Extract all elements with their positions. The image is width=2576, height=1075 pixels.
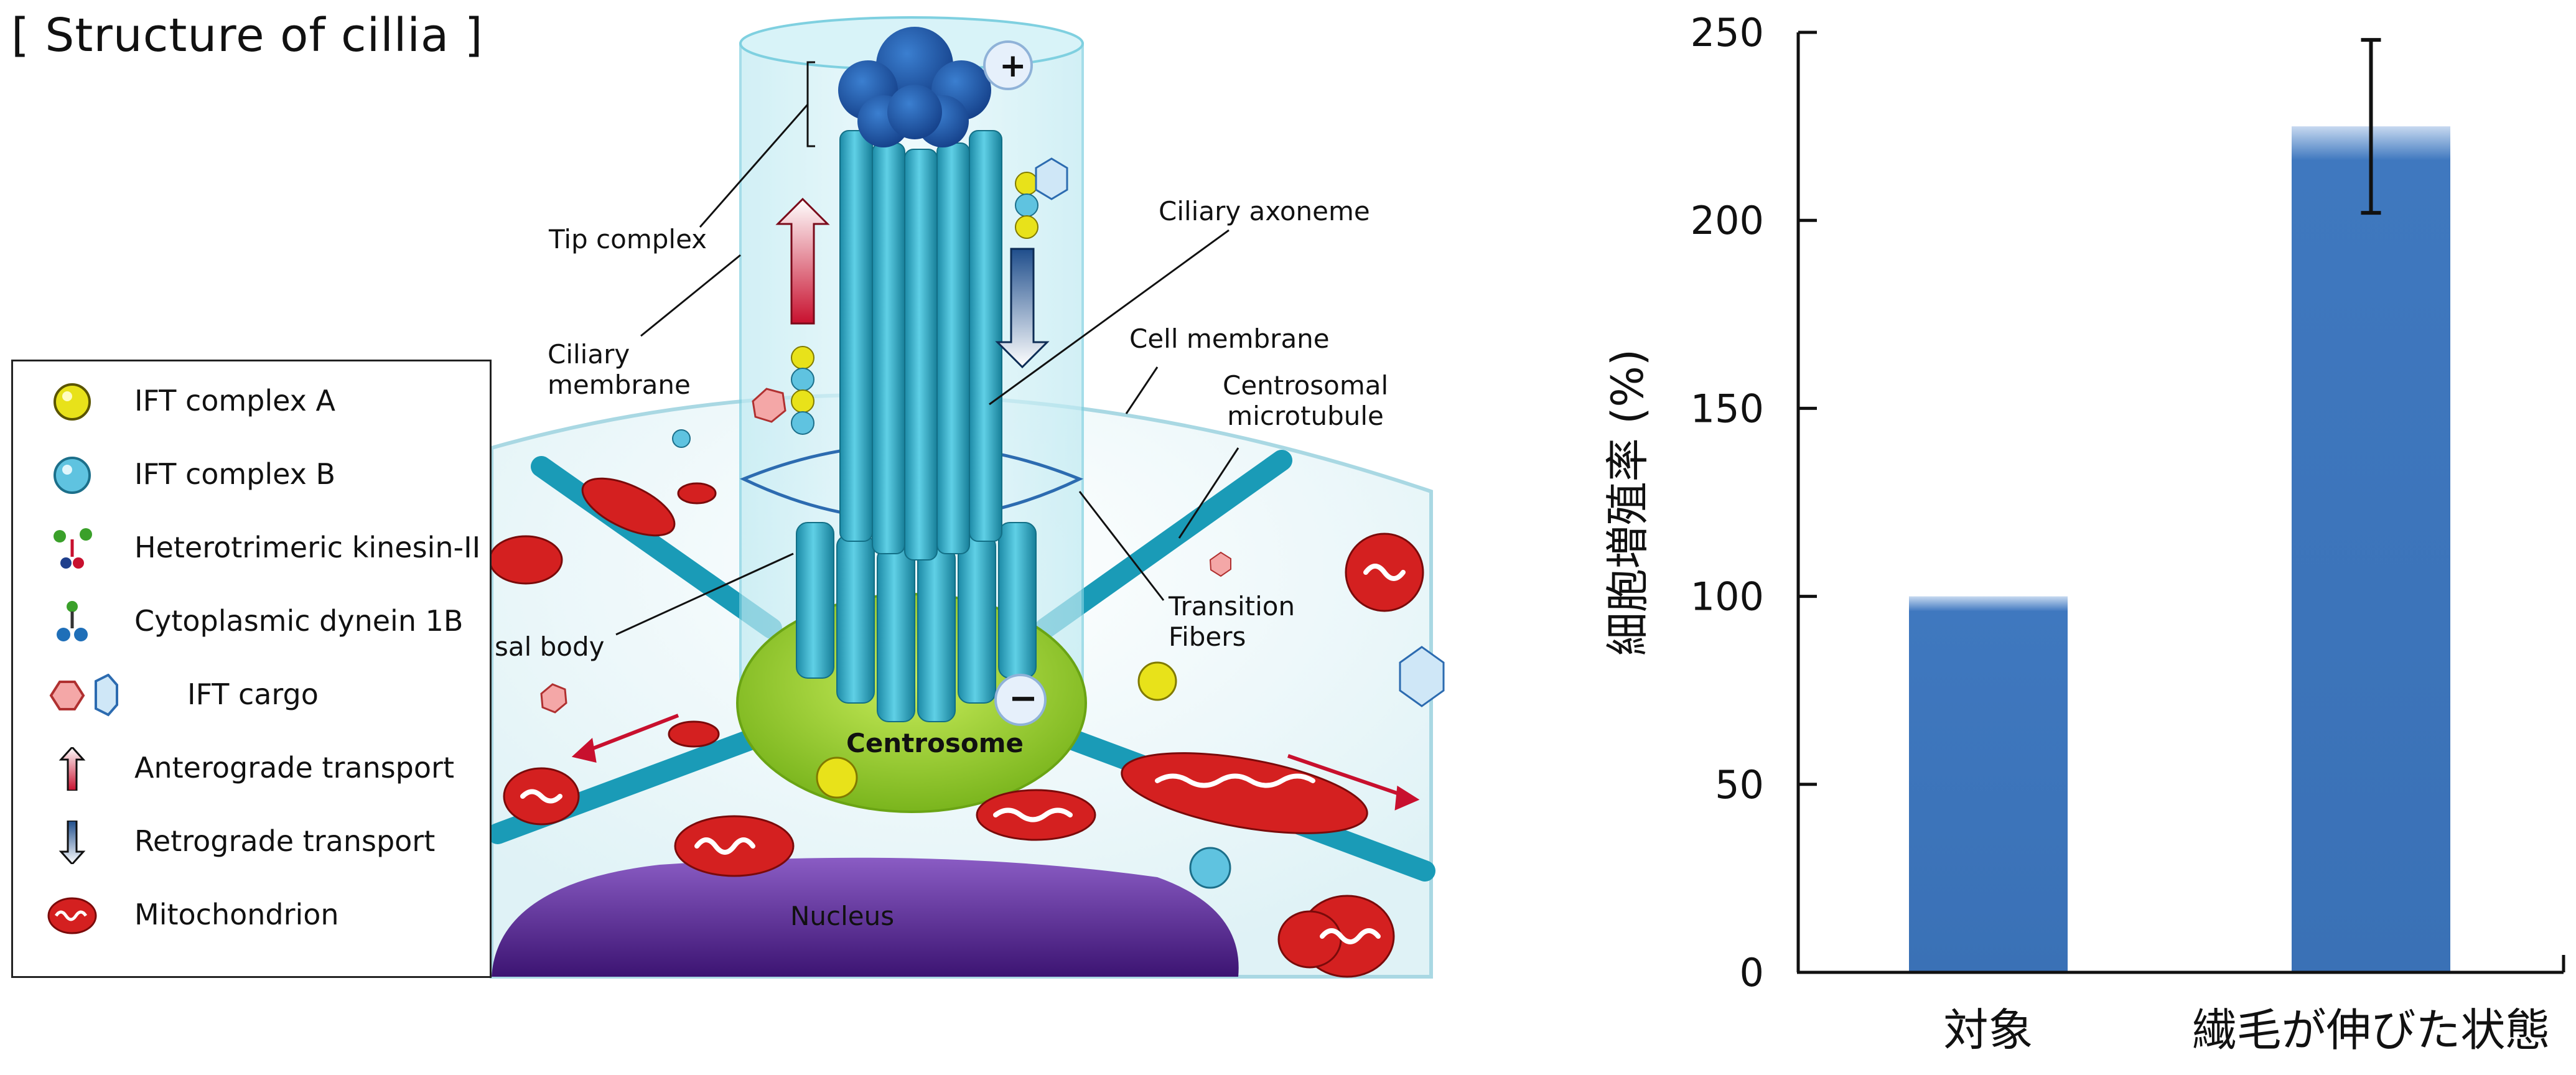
bar	[2292, 126, 2450, 973]
ift-complex-b-icon	[54, 457, 91, 494]
legend-label: Heterotrimeric kinesin-II	[134, 531, 481, 564]
ift-complex-a-icon	[54, 383, 91, 421]
legend-item: Mitochondrion	[13, 875, 490, 949]
anterograde-arrow-icon	[58, 747, 86, 791]
legend-label: IFT complex B	[134, 457, 336, 491]
legend-label: Mitochondrion	[134, 898, 339, 931]
legend-item: Heterotrimeric kinesin-II	[13, 508, 490, 582]
legend-item: Anterograde transport	[13, 728, 490, 802]
legend-item: IFT complex B	[13, 435, 490, 508]
x-category-label: 対象	[1943, 1004, 2033, 1056]
x-category-label: 繊毛が伸びた状態	[2191, 1004, 2550, 1056]
label-basal-body: sal body	[495, 631, 605, 662]
label-nucleus: Nucleus	[790, 901, 895, 931]
y-tick-label: 0	[1740, 950, 1764, 995]
y-axis-label: 細胞増殖率 (%)	[1602, 349, 1653, 656]
bar	[1909, 596, 2068, 972]
mitochondrion-icon	[47, 897, 97, 934]
label-ciliary-membrane: Ciliary membrane	[548, 339, 691, 400]
legend-label: IFT cargo	[187, 677, 319, 711]
minus-end-icon: −	[1009, 678, 1038, 719]
dynein-icon	[57, 601, 88, 641]
label-tip-complex: Tip complex	[549, 224, 707, 254]
label-centrosome: Centrosome	[846, 728, 1024, 758]
legend-label: Cytoplasmic dynein 1B	[134, 604, 464, 638]
legend-item: Retrograde transport	[13, 802, 490, 875]
legend-item: Cytoplasmic dynein 1B	[13, 582, 490, 655]
y-tick-label: 200	[1691, 198, 1764, 243]
diagram-title: [ Structure of cillia ]	[11, 9, 483, 62]
y-tick-label: 150	[1691, 386, 1764, 431]
label-transition-fibers: Transition Fibers	[1169, 591, 1295, 652]
legend-label: Anterograde transport	[134, 751, 454, 784]
cilia-structure-diagram: [ Structure of cillia ]	[11, 9, 1445, 979]
legend: IFT complex A IFT complex B Heterotrimer…	[11, 360, 492, 978]
proliferation-bar-chart: 0 50 100 150 200 250 対象 繊毛が伸びた状態 細胞増殖率 (%)	[1543, 0, 2576, 1073]
y-tick-label: 100	[1691, 574, 1764, 620]
label-ciliary-axoneme: Ciliary axoneme	[1159, 196, 1370, 226]
legend-item: IFT complex A	[13, 361, 490, 435]
kinesin-icon	[54, 528, 92, 569]
legend-label: Retrograde transport	[134, 824, 436, 858]
label-centrosomal-microtubule: Centrosomal microtubule	[1223, 370, 1389, 431]
plus-end-icon: +	[999, 47, 1027, 85]
y-tick-label: 250	[1691, 10, 1764, 55]
legend-item: IFT cargo	[13, 655, 490, 728]
retrograde-arrow-icon	[58, 821, 86, 864]
label-cell-membrane: Cell membrane	[1129, 323, 1330, 354]
y-tick-label: 50	[1715, 762, 1764, 807]
ift-cargo-icon	[49, 674, 118, 717]
cilia-illustration	[487, 16, 1445, 979]
chart-svg: 0 50 100 150 200 250 対象 繊毛が伸びた状態 細胞増殖率 (%)	[1602, 10, 2565, 1056]
legend-label: IFT complex A	[134, 384, 335, 417]
